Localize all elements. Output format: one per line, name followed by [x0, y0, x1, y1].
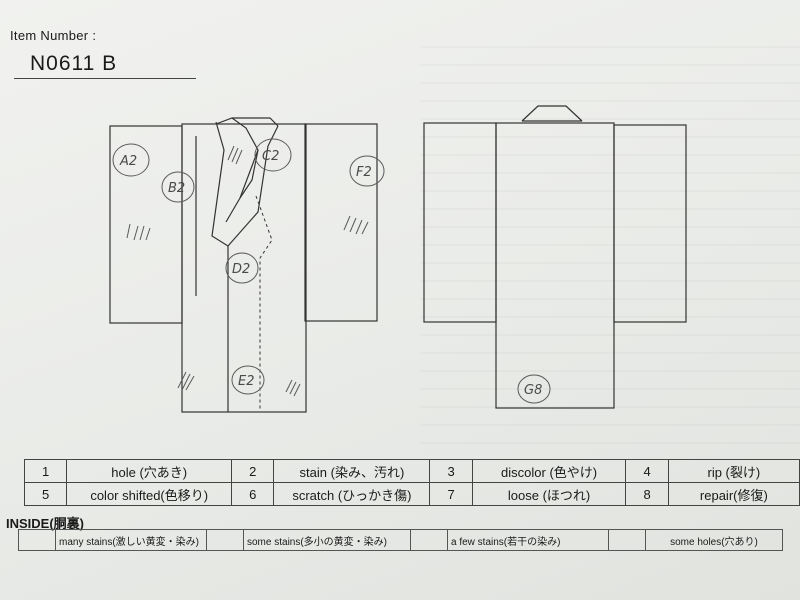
legend-label-3: discolor (色やけ) — [471, 459, 627, 483]
front-dashed-lines — [255, 195, 273, 412]
marker-C2-circle — [254, 138, 292, 172]
legend-num-8: 8 — [625, 482, 669, 506]
marker-F2-circle — [349, 155, 385, 187]
legend-num-2: 2 — [231, 459, 275, 483]
tally-collar — [227, 145, 243, 165]
item-number-value: N0611 B — [30, 52, 118, 75]
inside-checkbox-3[interactable] — [410, 529, 448, 551]
legend-num-1: 1 — [23, 459, 68, 483]
marker-A2-circle — [112, 143, 150, 177]
back-right-sleeve — [613, 124, 687, 323]
pencil-annotations — [112, 138, 551, 404]
legend-label-1: hole (穴あき) — [66, 459, 233, 483]
legend-num-3: 3 — [429, 459, 473, 483]
tally-left-sleeve — [126, 223, 151, 241]
legend-label-5: color shifted(色移り) — [66, 482, 233, 506]
inside-option-1: many stains(激しい黄変・染み) — [55, 529, 207, 551]
marker-C2: C2 — [262, 149, 279, 164]
damage-legend-table: 1 hole (穴あき) 2 stain (染み、汚れ) 3 discolor … — [23, 459, 800, 506]
front-kimono-outline — [109, 117, 378, 413]
item-number-label: Item Number : — [10, 28, 97, 43]
front-collar-inner — [225, 117, 259, 223]
inside-checkbox-2[interactable] — [206, 529, 244, 551]
front-collar-top — [215, 117, 279, 127]
legend-label-2: stain (染み、汚れ) — [273, 459, 431, 483]
tally-right-sleeve — [343, 215, 369, 235]
marker-A2: A2 — [119, 154, 137, 169]
inside-option-2: some stains(多小の黄変・染み) — [243, 529, 411, 551]
back-collar — [521, 105, 583, 122]
marker-D2-circle — [225, 252, 259, 284]
inside-condition-table: many stains(激しい黄変・染み) some stains(多小の黄変・… — [18, 529, 783, 551]
back-body — [495, 122, 615, 409]
front-right-sleeve — [304, 123, 378, 322]
marker-G8-circle — [517, 374, 551, 404]
legend-num-7: 7 — [429, 482, 473, 506]
item-number-underline — [14, 78, 196, 79]
inside-option-3: a few stains(若干の染み) — [447, 529, 609, 551]
tally-body-left — [177, 371, 195, 391]
inside-option-4: some holes(穴あり) — [645, 529, 783, 551]
marker-B2-circle — [161, 171, 195, 203]
legend-label-6: scratch (ひっかき傷) — [273, 482, 431, 506]
legend-num-4: 4 — [625, 459, 669, 483]
marker-E2: E2 — [238, 374, 255, 389]
marker-D2: D2 — [232, 262, 250, 277]
marker-F2: F2 — [356, 165, 372, 180]
marker-B2: B2 — [168, 181, 185, 196]
front-collar-outer — [211, 121, 279, 247]
marker-G8: G8 — [524, 383, 542, 398]
back-kimono-outline — [423, 105, 687, 409]
tally-body-right — [285, 379, 301, 397]
legend-label-8: repair(修復) — [667, 482, 800, 506]
inside-label: INSIDE(胴裏) — [6, 516, 85, 531]
front-body — [181, 123, 307, 413]
inside-checkbox-4[interactable] — [608, 529, 646, 551]
inside-checkbox-1[interactable] — [18, 529, 56, 551]
legend-num-5: 5 — [23, 482, 68, 506]
marker-E2-circle — [231, 365, 265, 395]
legend-num-6: 6 — [231, 482, 275, 506]
legend-label-7: loose (ほつれ) — [471, 482, 627, 506]
back-left-sleeve — [423, 122, 497, 323]
legend-label-4: rip (裂け) — [667, 459, 800, 483]
